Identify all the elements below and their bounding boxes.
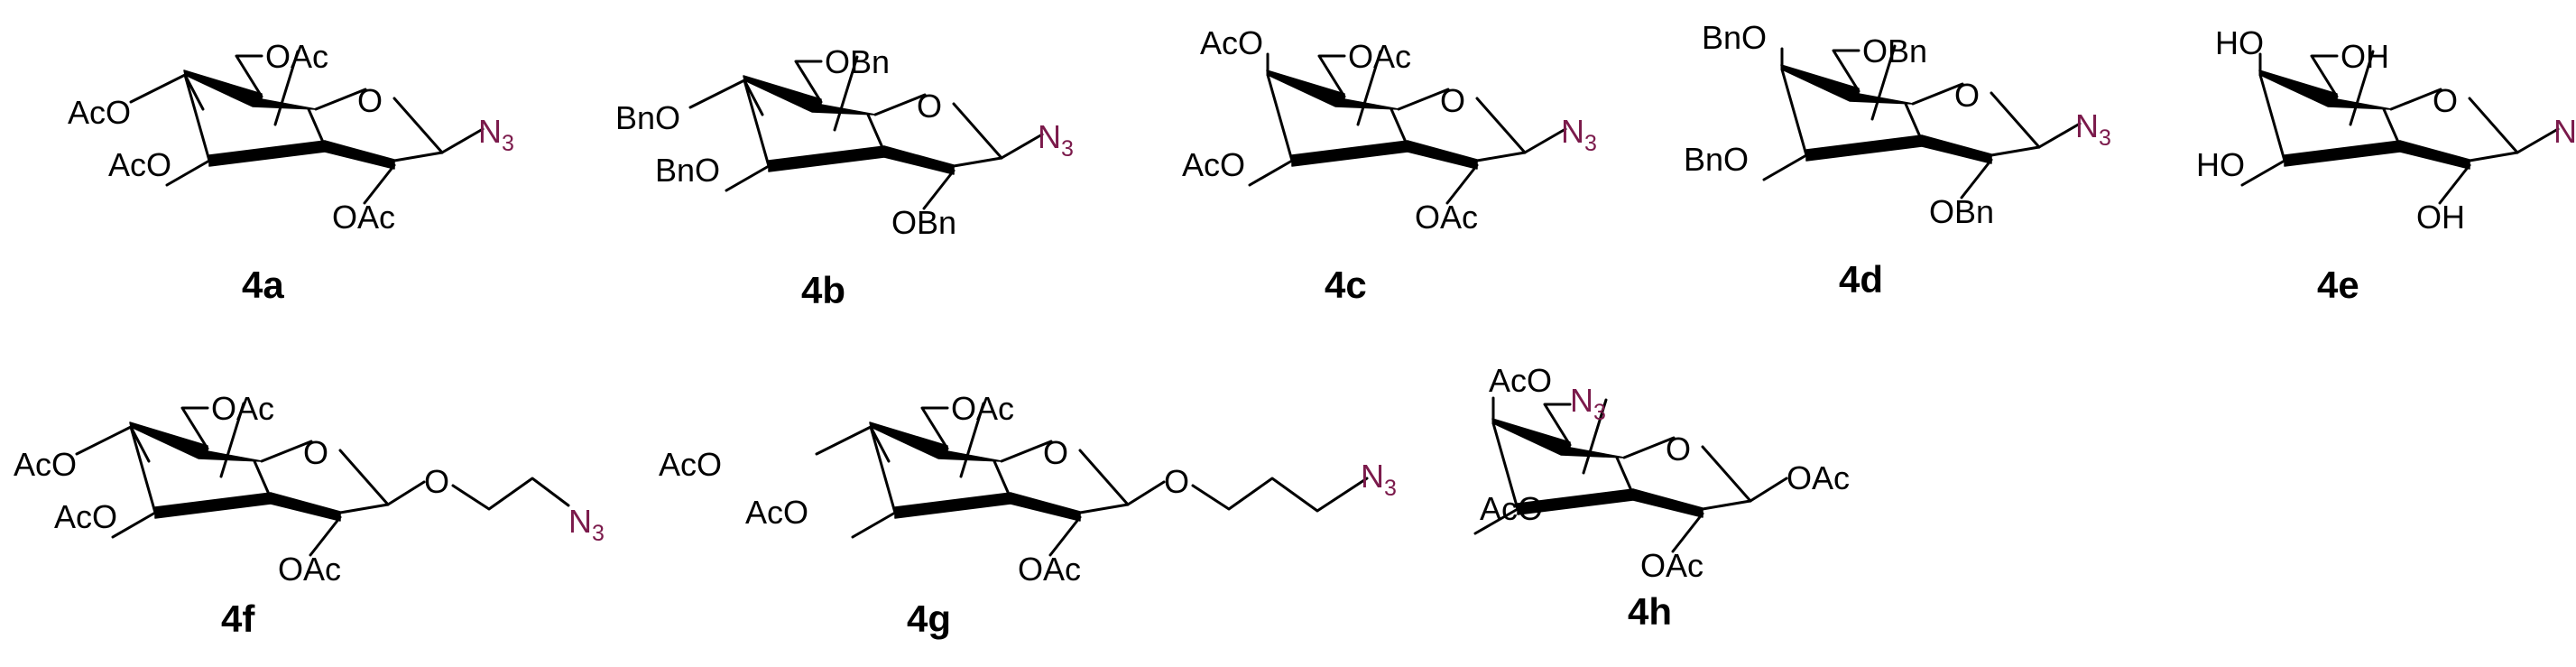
anomeric-bond	[1126, 480, 1166, 506]
c2-substituent: OBn	[891, 204, 956, 241]
compound-4g: O OAc AcO AcO OAc O N3 4g	[659, 390, 1397, 640]
c2-substituent: OH	[2416, 199, 2465, 236]
ring-oxygen: O	[1954, 77, 1980, 114]
compound-number: 4d	[1839, 258, 1883, 301]
c3-substituent: HO	[2196, 146, 2245, 183]
azide-label: N3	[1361, 458, 1397, 501]
compound-4b: O OBn BnO BnO OBn N3 4b	[615, 43, 1074, 311]
compound-4f: O OAc AcO AcO OAc O N3 4f	[14, 390, 605, 640]
c6-substituent: OAc	[951, 390, 1014, 427]
azide-label: N3	[2553, 113, 2576, 156]
compound-number: 4b	[801, 269, 845, 311]
c4-substituent: AcO	[1200, 24, 1263, 61]
azide-label: N3	[1570, 382, 1606, 425]
compound-number: 4f	[221, 598, 255, 640]
c6-substituent: OBn	[825, 43, 890, 80]
c2-substituent: OBn	[1929, 193, 1994, 230]
c2-substituent: OAc	[332, 199, 395, 236]
ring-oxygen: O	[1440, 82, 1465, 119]
c1-substituent: OAc	[1787, 459, 1850, 496]
pyranose-ring	[815, 402, 1130, 557]
ring-oxygen: O	[357, 82, 383, 119]
azide-label: N3	[478, 113, 514, 156]
c3-substituent: AcO	[1480, 490, 1543, 527]
azide-label: N3	[1038, 118, 1074, 162]
c4-substituent: AcO	[1489, 362, 1552, 399]
compound-number: 4c	[1325, 264, 1367, 306]
c6-substituent: OBn	[1862, 32, 1927, 69]
ring-oxygen: O	[2433, 82, 2458, 119]
compound-number: 4a	[242, 264, 284, 306]
pyranose-ring	[1473, 396, 1752, 553]
c3-substituent: AcO	[108, 146, 171, 183]
ring-oxygen: O	[1043, 434, 1068, 471]
c6-substituent: OAc	[211, 390, 274, 427]
anomeric-bond	[386, 480, 426, 506]
c3-substituent: BnO	[1684, 141, 1749, 178]
compound-number: 4h	[1628, 590, 1672, 633]
pyranose-ring	[2240, 50, 2519, 205]
c2-substituent: OAc	[1640, 547, 1703, 584]
ring-oxygen: O	[303, 434, 328, 471]
compound-4c: O OAc AcO AcO OAc N3 4c	[1182, 24, 1597, 306]
azide-label: N3	[2075, 107, 2111, 151]
ring-oxygen: O	[1666, 431, 1691, 468]
c2-substituent: OAc	[1018, 551, 1081, 588]
compound-4a: O OAc AcO AcO OAc N3 4a	[68, 38, 514, 306]
c4-substituent: AcO	[659, 446, 722, 483]
compound-number: 4e	[2317, 264, 2359, 306]
azide-label: N3	[568, 503, 605, 546]
propyl-linker	[1191, 477, 1369, 513]
anomeric-bond	[1000, 133, 1044, 160]
pyranose-ring	[75, 402, 390, 557]
anomeric-bond	[2037, 122, 2082, 149]
c4-substituent: BnO	[615, 99, 680, 136]
compound-number: 4g	[907, 598, 951, 640]
azide-label: N3	[1561, 113, 1597, 156]
anomeric-bond	[2516, 127, 2560, 154]
compound-4e: O OH HO HO OH N3 4e	[2196, 24, 2576, 306]
anomeric-bond	[440, 127, 485, 154]
c4-substituent: HO	[2215, 24, 2264, 61]
pyranose-ring	[1762, 44, 2041, 199]
compound-4d: O OBn BnO BnO OBn N3 4d	[1684, 19, 2111, 301]
pyranose-ring	[1248, 50, 1527, 205]
c4-substituent: BnO	[1702, 19, 1767, 56]
c2-substituent: OAc	[278, 551, 341, 588]
glycosidic-oxygen: O	[424, 463, 449, 500]
compound-4h: O N3 AcO AcO OAc OAc 4h	[1473, 362, 1850, 633]
c2-substituent: OAc	[1415, 199, 1478, 236]
c3-substituent: BnO	[655, 152, 720, 189]
anomeric-bond	[1749, 477, 1788, 503]
glycosidic-oxygen: O	[1164, 463, 1189, 500]
c3-substituent: AcO	[745, 494, 808, 531]
c4-substituent: AcO	[68, 94, 131, 131]
anomeric-bond	[1523, 127, 1567, 154]
c6-substituent: OAc	[265, 38, 328, 75]
c3-substituent: AcO	[1182, 146, 1245, 183]
ring-oxygen: O	[917, 88, 942, 125]
ethyl-linker	[451, 477, 570, 511]
c6-substituent: OAc	[1348, 38, 1411, 75]
c4-substituent: AcO	[14, 446, 77, 483]
pyranose-ring	[688, 55, 1003, 210]
c6-substituent: OH	[2341, 38, 2389, 75]
pyranose-ring	[129, 50, 444, 205]
c3-substituent: AcO	[54, 498, 117, 535]
